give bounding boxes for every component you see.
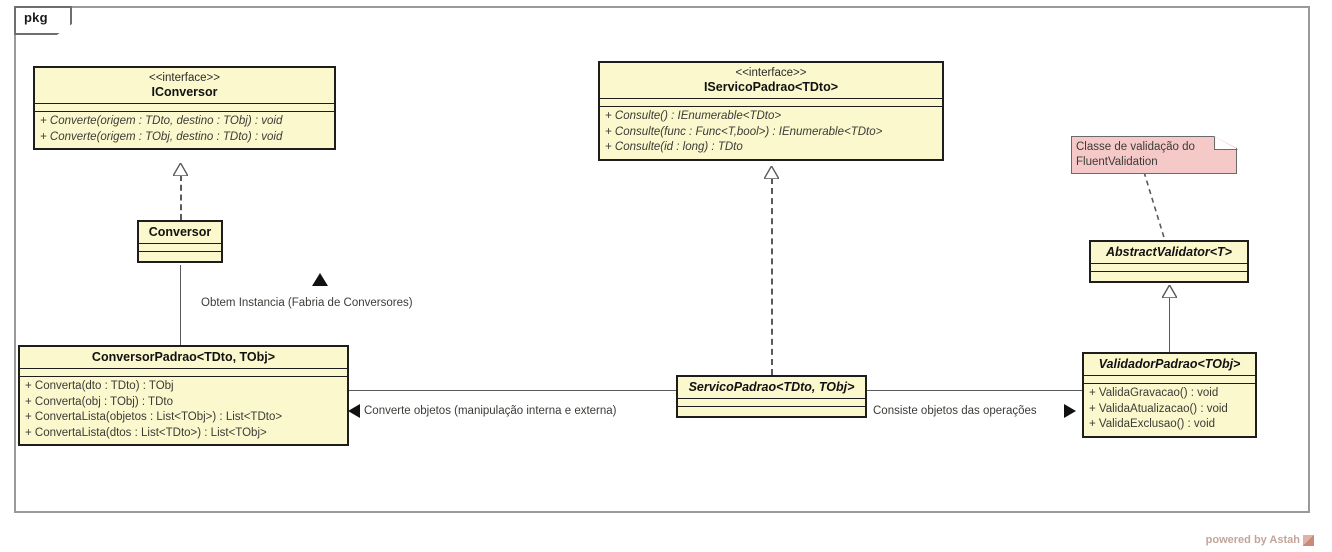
operation-row: + ValidaAtualizacao() : void	[1089, 402, 1228, 415]
edge-label-obtem-instancia: Obtem Instancia (Fabria de Conversores)	[201, 296, 413, 310]
note-anchor-line	[1143, 172, 1167, 244]
class-name-iconversor: IConversor	[151, 85, 218, 99]
class-header-iconversor: <<interface>> IConversor	[35, 68, 334, 104]
note-text-line-1: Classe de validação do	[1076, 141, 1195, 153]
navigation-arrow-obtem-instancia	[312, 273, 328, 286]
realization-conversor-to-iconversor	[180, 175, 182, 220]
class-header-validadorpadrao: ValidadorPadrao<TObj>	[1084, 354, 1255, 376]
navigation-arrow-consiste-objetos	[1064, 404, 1076, 418]
realization-arrowhead-iservicopadrao	[764, 166, 779, 179]
astah-watermark: powered by Astah	[1206, 534, 1314, 546]
operations-compartment-iconversor: + Converte(origem : TDto, destino : TObj…	[35, 112, 334, 148]
operations-compartment-servicopadrao	[678, 407, 865, 416]
class-name-conversorpadrao: ConversorPadrao<TDto, TObj>	[91, 350, 276, 364]
association-servicopadrao-to-validadorpadrao	[866, 390, 1082, 391]
stereotype-iconversor: <<interface>>	[149, 72, 220, 84]
attributes-compartment-servicopadrao	[678, 399, 865, 407]
class-name-iservicopadrao: IServicoPadrao<TDto>	[703, 80, 839, 94]
edge-label-converte-objetos: Converte objetos (manipulação interna e …	[364, 404, 617, 418]
class-header-abstractvalidator: AbstractValidator<T>	[1091, 242, 1247, 264]
class-box-iconversor[interactable]: <<interface>> IConversor + Converte(orig…	[33, 66, 336, 150]
class-name-abstractvalidator: AbstractValidator<T>	[1106, 245, 1232, 259]
navigation-arrow-converte-objetos	[348, 404, 360, 418]
generalization-validadorpadrao-to-abstractvalidator	[1169, 297, 1170, 353]
operation-row: + ConvertaLista(objetos : List<TObj>) : …	[25, 411, 283, 423]
attributes-compartment-validadorpadrao	[1084, 376, 1255, 384]
attributes-compartment-abstractvalidator	[1091, 264, 1247, 272]
operations-compartment-iservicopadrao: + Consulte() : IEnumerable<TDto> + Consu…	[600, 107, 942, 159]
operations-compartment-validadorpadrao: + ValidaGravacao() : void + ValidaAtuali…	[1084, 384, 1255, 436]
realization-servicopadrao-to-iservicopadrao	[771, 178, 773, 375]
class-box-conversorpadrao[interactable]: ConversorPadrao<TDto, TObj> + Converta(d…	[18, 345, 349, 446]
class-header-conversorpadrao: ConversorPadrao<TDto, TObj>	[20, 347, 347, 369]
class-box-validadorpadrao[interactable]: ValidadorPadrao<TObj> + ValidaGravacao()…	[1082, 352, 1257, 438]
class-box-iservicopadrao[interactable]: <<interface>> IServicoPadrao<TDto> + Con…	[598, 61, 944, 161]
operations-compartment-conversorpadrao: + Converta(dto : TDto) : TObj + Converta…	[20, 377, 347, 444]
note-fold-icon	[1214, 136, 1238, 150]
class-box-abstractvalidator[interactable]: AbstractValidator<T>	[1089, 240, 1249, 283]
package-tab	[14, 6, 72, 35]
association-conversorpadrao-to-servicopadrao	[349, 390, 677, 391]
attributes-compartment-conversor	[139, 244, 221, 252]
watermark-label: powered by Astah	[1205, 534, 1300, 546]
note-text-line-2: FluentValidation	[1076, 156, 1158, 168]
association-conversor-to-conversorpadrao	[180, 265, 181, 345]
realization-arrowhead-iconversor	[173, 163, 188, 176]
attributes-compartment-conversorpadrao	[20, 369, 347, 377]
package-label: pkg	[24, 10, 48, 25]
operation-row: + Converta(dto : TDto) : TObj	[25, 380, 174, 392]
operations-compartment-abstractvalidator	[1091, 272, 1247, 281]
class-name-validadorpadrao: ValidadorPadrao<TObj>	[1098, 357, 1241, 371]
class-name-conversor: Conversor	[148, 225, 212, 239]
stereotype-iservicopadrao: <<interface>>	[735, 67, 807, 79]
note-fluentvalidation[interactable]: Classe de validação do FluentValidation	[1071, 136, 1237, 174]
operation-row: + Consulte() : IEnumerable<TDto>	[605, 110, 782, 122]
operation-row: + ValidaExclusao() : void	[1089, 418, 1216, 430]
operation-row: + ConvertaLista(dtos : List<TDto>) : Lis…	[25, 426, 267, 439]
attributes-compartment-iconversor	[35, 104, 334, 112]
operation-row: + ValidaGravacao() : void	[1089, 387, 1219, 399]
class-box-conversor[interactable]: Conversor	[137, 220, 223, 263]
operation-row: + Consulte(func : Func<T,bool>) : IEnume…	[605, 125, 883, 138]
edge-label-consiste-objetos: Consiste objetos das operações	[873, 404, 1037, 418]
operation-row: + Converte(origem : TDto, destino : TObj…	[40, 115, 283, 127]
class-header-iservicopadrao: <<interface>> IServicoPadrao<TDto>	[600, 63, 942, 99]
class-name-servicopadrao: ServicoPadrao<TDto, TObj>	[688, 380, 855, 394]
operation-row: + Converta(obj : TObj) : TDto	[25, 395, 173, 408]
astah-logo-icon	[1303, 534, 1314, 546]
operation-row: + Consulte(id : long) : TDto	[605, 141, 743, 153]
attributes-compartment-iservicopadrao	[600, 99, 942, 107]
class-header-conversor: Conversor	[139, 222, 221, 244]
class-header-servicopadrao: ServicoPadrao<TDto, TObj>	[678, 377, 865, 399]
generalization-arrowhead-abstractvalidator	[1162, 285, 1177, 298]
operation-row: + Converte(origem : TObj, destino : TDto…	[40, 130, 283, 143]
operations-compartment-conversor	[139, 252, 221, 261]
class-box-servicopadrao[interactable]: ServicoPadrao<TDto, TObj>	[676, 375, 867, 418]
